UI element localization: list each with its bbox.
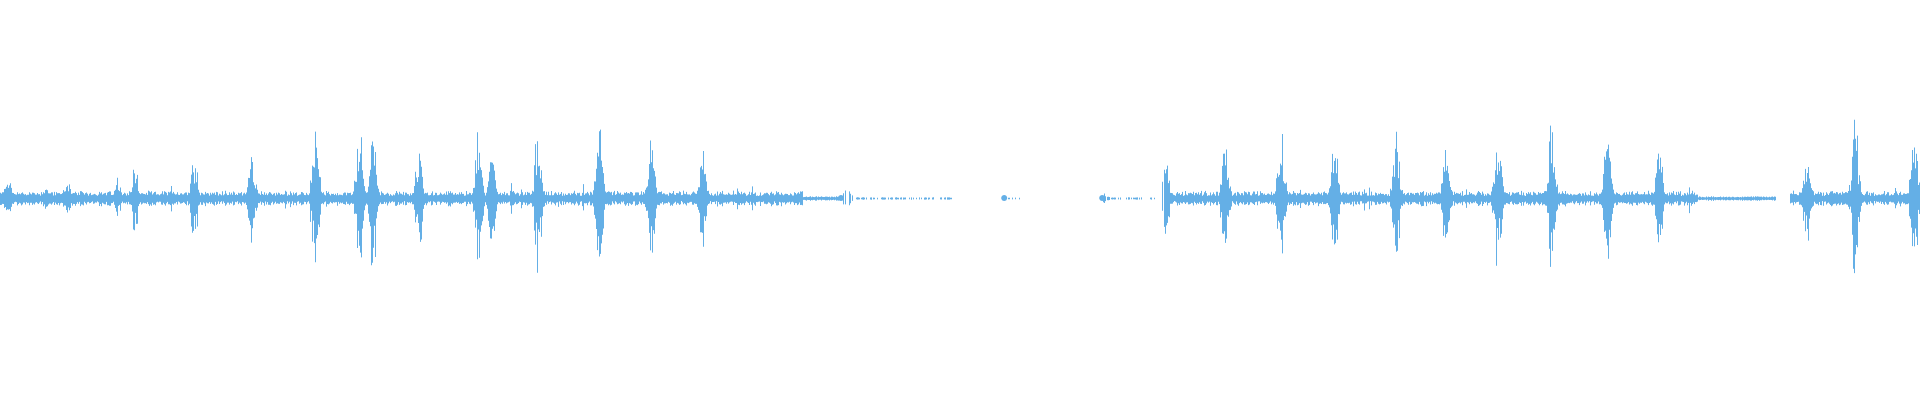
waveform-blip: [838, 195, 844, 201]
waveform-blip: [1099, 195, 1106, 201]
waveform-signal: [0, 119, 1920, 274]
waveform-bars: [0, 119, 1920, 274]
waveform-blip: [1001, 195, 1008, 201]
